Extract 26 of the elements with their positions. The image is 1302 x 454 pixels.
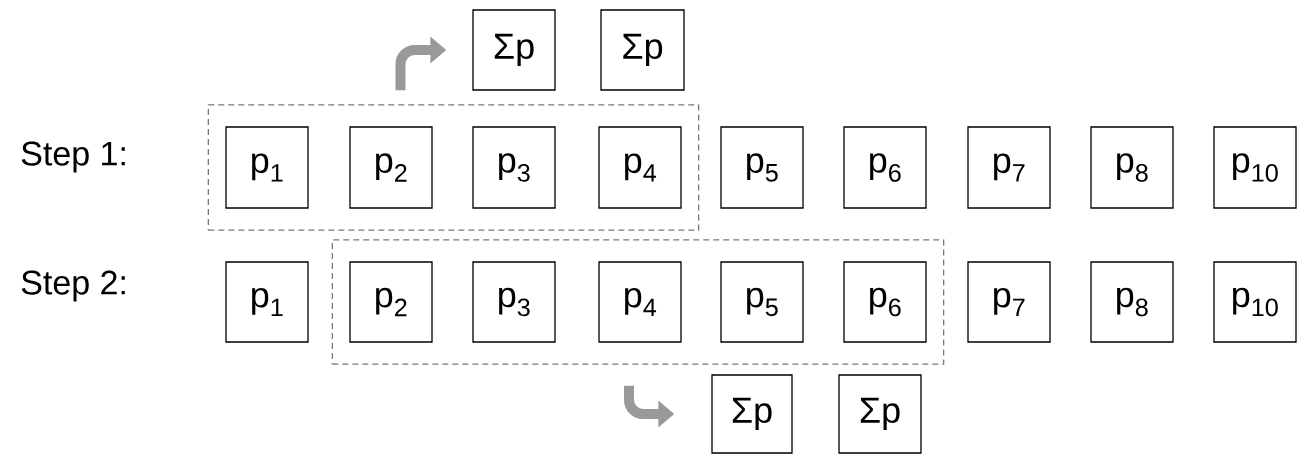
value-box: p$_{6}$ [843,261,927,343]
value-box: p$_{7}$ [967,126,1051,209]
value-box: p$_{10}$ [1213,126,1297,209]
value-box: Σp [711,374,793,454]
value-box: p$_{5}$ [720,261,804,343]
value-box: p$_{4}$ [598,261,682,343]
value-box: p$_{5}$ [720,126,804,209]
value-box: p$_{1}$ [225,261,309,343]
value-box: p$_{8}$ [1090,126,1174,209]
value-box: Σp [838,374,922,454]
value-box: p$_{7}$ [967,261,1051,343]
value-box: p$_{6}$ [843,126,927,209]
value-box: p$_{2}$ [349,126,433,209]
value-box: p$_{3}$ [472,126,556,209]
value-box: p$_{8}$ [1090,261,1174,343]
value-box: p$_{3}$ [472,261,556,343]
value-box: p$_{1}$ [225,126,309,209]
value-box: p$_{10}$ [1213,261,1297,343]
step-label: Step 1: [21,141,125,173]
value-box: p$_{4}$ [598,126,682,209]
step-label: Step 2: [21,270,125,302]
dashed-frame [207,104,700,231]
value-box: Σp [600,9,685,91]
value-box: p$_{2}$ [349,261,433,343]
value-box: Σp [472,9,556,91]
dashed-frame [331,239,945,365]
